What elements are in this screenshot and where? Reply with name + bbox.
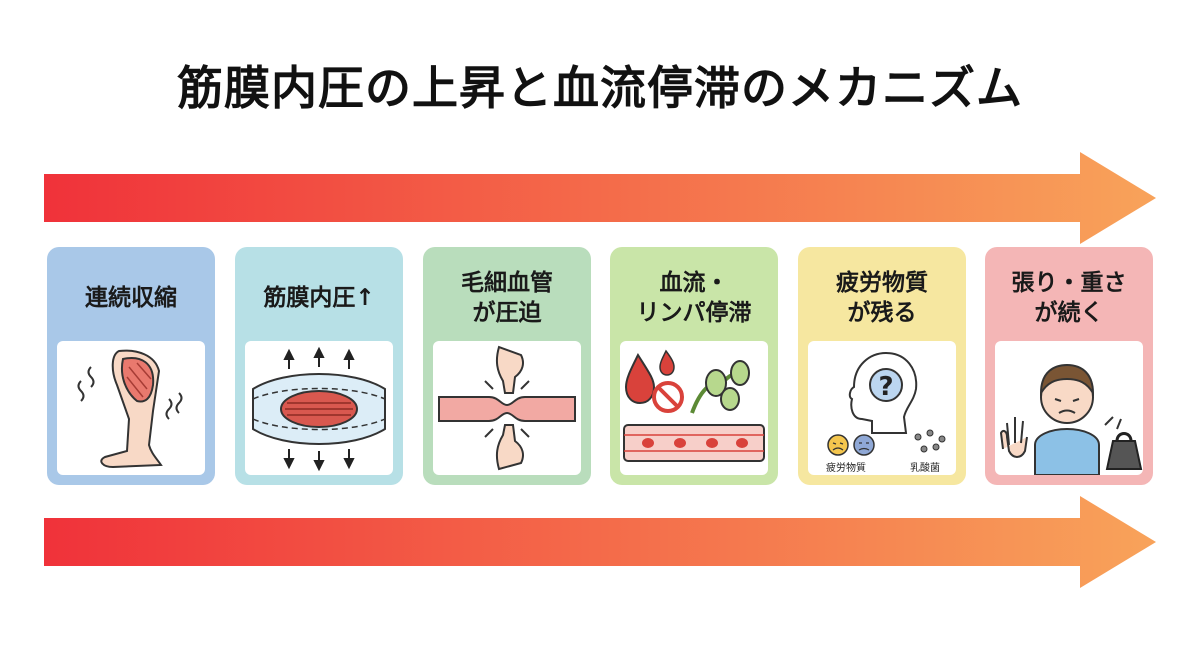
step-card-tension-heaviness-continues: 張り・重さ が続く bbox=[985, 247, 1153, 485]
step-label: 毛細血管 が圧迫 bbox=[461, 270, 553, 326]
step-card-capillary-compression: 毛細血管 が圧迫 bbox=[423, 247, 591, 485]
capillary-compression-icon bbox=[438, 345, 576, 471]
step-label: 血流・ リンパ停滞 bbox=[636, 270, 752, 326]
fatigue-substance-icon: ? bbox=[827, 351, 946, 456]
step-card-fatigue-substances-remain: 疲労物質 が残る ? 疲労物質 乳酸菌 bbox=[798, 247, 966, 485]
fascia-pressure-icon bbox=[252, 346, 386, 472]
page-title: 筋膜内圧の上昇と血流停滞のメカニズム bbox=[177, 61, 1023, 115]
step-label: 疲労物質 が残る bbox=[836, 270, 928, 326]
step-card-fascia-pressure: 筋膜内圧↑ bbox=[235, 247, 403, 485]
step-label: 筋膜内圧↑ bbox=[263, 285, 375, 312]
flow-arrow-bottom bbox=[44, 496, 1156, 588]
step-label: 連続収縮 bbox=[85, 285, 177, 312]
step-card-blood-lymph-stagnation: 血流・ リンパ停滞 bbox=[610, 247, 778, 485]
step-card-continuous-contraction: 連続収縮 bbox=[47, 247, 215, 485]
leg-muscle-contraction-icon bbox=[77, 349, 183, 469]
flow-arrow-top bbox=[44, 152, 1156, 244]
step-label: 張り・重さ が続く bbox=[1011, 270, 1127, 326]
caption-fatigue-substance: 疲労物質 bbox=[826, 463, 866, 474]
svg-text:?: ? bbox=[878, 372, 893, 402]
blood-lymph-stagnation-icon bbox=[623, 349, 765, 462]
caption-lactic-bacteria: 乳酸菌 bbox=[910, 463, 940, 474]
tired-person-weight-icon bbox=[999, 363, 1143, 475]
